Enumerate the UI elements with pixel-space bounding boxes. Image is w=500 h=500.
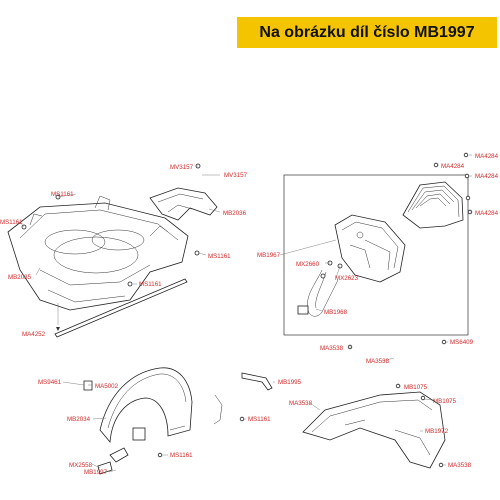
title-banner: Na obrázku díl číslo MB1997 bbox=[237, 17, 497, 48]
label-ma3538-c: MA3538 bbox=[289, 400, 313, 407]
label-ms1161-d: MS1161 bbox=[139, 281, 162, 288]
label-ma4284-a: MA4284 bbox=[475, 153, 499, 160]
label-ms6409: MS6409 bbox=[450, 339, 474, 346]
label-mb1967: MB1967 bbox=[257, 252, 281, 259]
cover-part-mb2036 bbox=[149, 187, 218, 221]
taillight-group-box bbox=[283, 174, 469, 336]
label-ma5002: MA5002 bbox=[95, 383, 119, 390]
label-ms1161-f: MS1161 bbox=[170, 452, 193, 459]
label-ma4284-b: MA4284 bbox=[441, 163, 465, 170]
arrow-marker bbox=[56, 327, 60, 331]
label-mv3157-right: MV3157 bbox=[224, 172, 248, 179]
label-ms1161-a: MS1161 bbox=[51, 191, 74, 198]
bracket-part-mb1995 bbox=[241, 372, 273, 391]
label-mb1972: MB1972 bbox=[425, 428, 449, 435]
label-mx2558: MX2558 bbox=[69, 462, 93, 469]
label-mv3157-top: MV3157 bbox=[170, 164, 194, 171]
label-ms9461: MS9461 bbox=[38, 379, 62, 386]
label-mb1968: MB1968 bbox=[324, 309, 348, 316]
rear-fender-part bbox=[99, 367, 223, 444]
screws-right-group bbox=[347, 152, 473, 350]
label-mb1075-a: MB1075 bbox=[404, 384, 428, 391]
taillight-housing-part bbox=[334, 214, 406, 283]
label-mb1075-b: MB1075 bbox=[433, 398, 457, 405]
long-strip-part bbox=[54, 278, 188, 338]
under-tray-part bbox=[7, 195, 189, 311]
clips-bottom-left bbox=[83, 380, 245, 475]
label-mx2623: MX2623 bbox=[335, 275, 359, 282]
taillight-lens-part bbox=[402, 181, 464, 229]
label-ms1161-b: MS1161 bbox=[0, 219, 23, 226]
label-ma3538-b: MA3538 bbox=[366, 358, 390, 365]
label-ma3538-a: MA3538 bbox=[320, 345, 344, 352]
label-ms1161-e: MS1161 bbox=[248, 416, 271, 423]
label-ma4252: MA4252 bbox=[22, 331, 46, 338]
wiring-harness-part bbox=[297, 260, 343, 317]
label-mb2034: MB2034 bbox=[67, 416, 91, 423]
label-ma4284-c: MA4284 bbox=[475, 173, 499, 180]
label-mb2035: MB2035 bbox=[8, 274, 32, 281]
leader-lines bbox=[19, 154, 472, 473]
label-ma4284-d: MA4284 bbox=[475, 210, 499, 217]
label-mb1995: MB1995 bbox=[278, 379, 302, 386]
label-mb2036: MB2036 bbox=[223, 210, 247, 217]
license-bracket-part bbox=[302, 383, 446, 469]
label-mx2660: MX2660 bbox=[296, 261, 320, 268]
label-ma3538-d: MA3538 bbox=[448, 462, 472, 469]
label-ms1161-c: MS1161 bbox=[208, 253, 231, 260]
banner-title: Na obrázku díl číslo MB1997 bbox=[259, 23, 475, 41]
part-labels: MV3157 MV3157 MS1161 MS1161 MB2036 MS116… bbox=[0, 153, 499, 476]
label-mb1997: MB1997 bbox=[84, 469, 108, 476]
